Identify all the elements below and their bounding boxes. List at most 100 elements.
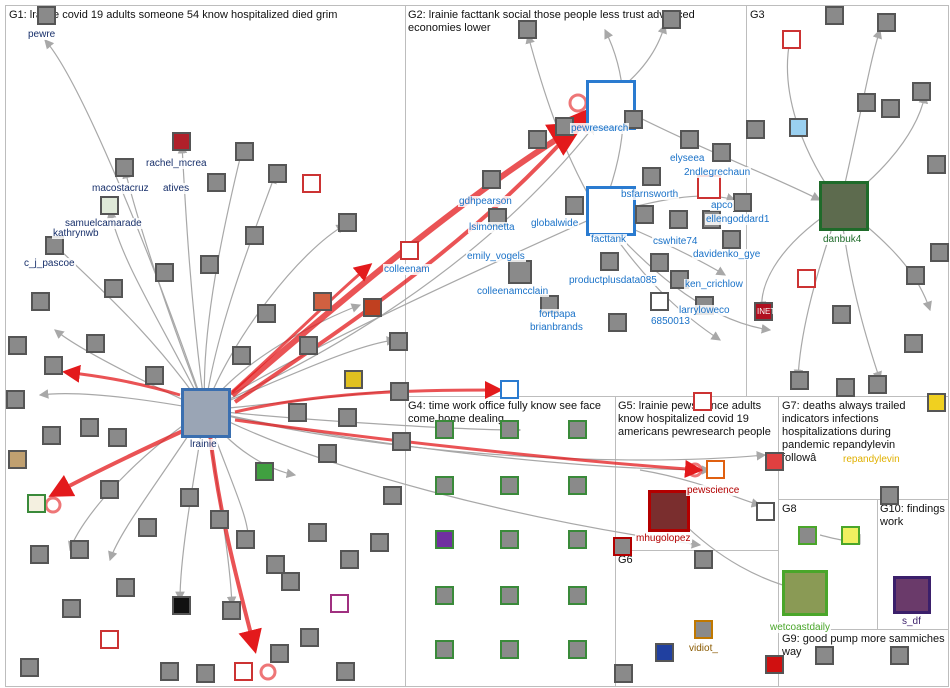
avatar-node[interactable]: [8, 336, 27, 355]
avatar-node[interactable]: [613, 537, 632, 556]
avatar-node[interactable]: [608, 313, 627, 332]
avatar-node[interactable]: [330, 594, 349, 613]
avatar-node[interactable]: [100, 196, 119, 215]
avatar-node[interactable]: [86, 334, 105, 353]
avatar-node[interactable]: [196, 664, 215, 683]
avatar-node[interactable]: [172, 132, 191, 151]
avatar-wetcoastdaily[interactable]: [782, 570, 828, 616]
avatar-node[interactable]: [733, 193, 752, 212]
avatar-node[interactable]: [160, 662, 179, 681]
avatar-node[interactable]: [435, 420, 454, 439]
avatar-node[interactable]: [568, 420, 587, 439]
avatar-node[interactable]: [857, 93, 876, 112]
avatar-node[interactable]: [706, 460, 725, 479]
avatar-node[interactable]: [568, 640, 587, 659]
avatar-node[interactable]: [299, 336, 318, 355]
avatar-node[interactable]: [281, 572, 300, 591]
avatar-node[interactable]: [500, 530, 519, 549]
avatar-node[interactable]: [257, 304, 276, 323]
avatar-node[interactable]: [27, 494, 46, 513]
avatar-node[interactable]: [697, 175, 721, 199]
avatar-node[interactable]: [765, 452, 784, 471]
avatar-node[interactable]: [383, 486, 402, 505]
avatar-node[interactable]: [614, 664, 633, 683]
avatar-node[interactable]: [300, 628, 319, 647]
avatar-node[interactable]: [508, 260, 532, 284]
avatar-node[interactable]: [308, 523, 327, 542]
avatar-mhugolopez[interactable]: [648, 490, 690, 532]
avatar-node[interactable]: [42, 426, 61, 445]
avatar-node[interactable]: [868, 375, 887, 394]
avatar-node[interactable]: [693, 392, 712, 411]
avatar-node[interactable]: [930, 243, 949, 262]
avatar-node[interactable]: [669, 210, 688, 229]
avatar-node[interactable]: [528, 130, 547, 149]
avatar-node[interactable]: [754, 302, 773, 321]
avatar-node[interactable]: [336, 662, 355, 681]
avatar-node[interactable]: [680, 130, 699, 149]
avatar-node[interactable]: [435, 586, 454, 605]
avatar-node[interactable]: [200, 255, 219, 274]
avatar-node[interactable]: [518, 20, 537, 39]
avatar-node[interactable]: [789, 118, 808, 137]
avatar-node[interactable]: [31, 292, 50, 311]
avatar-node[interactable]: [500, 420, 519, 439]
avatar-node[interactable]: [435, 640, 454, 659]
avatar-node[interactable]: [927, 393, 946, 412]
avatar-node[interactable]: [270, 644, 289, 663]
avatar-node[interactable]: [694, 620, 713, 639]
avatar-node[interactable]: [37, 6, 56, 25]
avatar-node[interactable]: [180, 488, 199, 507]
avatar-node[interactable]: [565, 196, 584, 215]
avatar-node[interactable]: [712, 143, 731, 162]
avatar-node[interactable]: [62, 599, 81, 618]
avatar-node[interactable]: [266, 555, 285, 574]
avatar-node[interactable]: [904, 334, 923, 353]
avatar-node[interactable]: [765, 655, 784, 674]
avatar-node[interactable]: [435, 530, 454, 549]
avatar-lrainie[interactable]: [181, 388, 231, 438]
avatar-node[interactable]: [650, 292, 669, 311]
avatar-node[interactable]: [145, 366, 164, 385]
avatar-node[interactable]: [832, 305, 851, 324]
avatar-s-df[interactable]: [893, 576, 931, 614]
avatar-node[interactable]: [500, 586, 519, 605]
avatar-node[interactable]: [370, 533, 389, 552]
avatar-node[interactable]: [236, 530, 255, 549]
avatar-node[interactable]: [790, 371, 809, 390]
avatar-node[interactable]: [906, 266, 925, 285]
avatar-node[interactable]: [655, 643, 674, 662]
avatar-node[interactable]: [44, 356, 63, 375]
avatar-node[interactable]: [650, 253, 669, 272]
avatar-node[interactable]: [841, 526, 860, 545]
avatar-node[interactable]: [8, 450, 27, 469]
avatar-node[interactable]: [815, 646, 834, 665]
avatar-node[interactable]: [245, 226, 264, 245]
avatar-node[interactable]: [100, 630, 119, 649]
avatar-node[interactable]: [313, 292, 332, 311]
avatar-node[interactable]: [115, 158, 134, 177]
avatar-node[interactable]: [568, 530, 587, 549]
avatar-node[interactable]: [635, 205, 654, 224]
avatar-node[interactable]: [746, 120, 765, 139]
avatar-node[interactable]: [234, 662, 253, 681]
avatar-node[interactable]: [400, 241, 419, 260]
avatar-node[interactable]: [108, 428, 127, 447]
avatar-node[interactable]: [435, 476, 454, 495]
avatar-node[interactable]: [927, 155, 946, 174]
avatar-node[interactable]: [138, 518, 157, 537]
avatar-node[interactable]: [782, 30, 801, 49]
avatar-node[interactable]: [600, 252, 619, 271]
avatar-node[interactable]: [390, 382, 409, 401]
avatar-node[interactable]: [255, 462, 274, 481]
avatar-node[interactable]: [662, 10, 681, 29]
avatar-node[interactable]: [836, 378, 855, 397]
avatar-node[interactable]: [890, 646, 909, 665]
avatar-node[interactable]: [268, 164, 287, 183]
avatar-node[interactable]: [722, 230, 741, 249]
avatar-node[interactable]: [172, 596, 191, 615]
avatar-node[interactable]: [338, 213, 357, 232]
avatar-node[interactable]: [288, 403, 307, 422]
avatar-node[interactable]: [568, 476, 587, 495]
avatar-node[interactable]: [500, 640, 519, 659]
